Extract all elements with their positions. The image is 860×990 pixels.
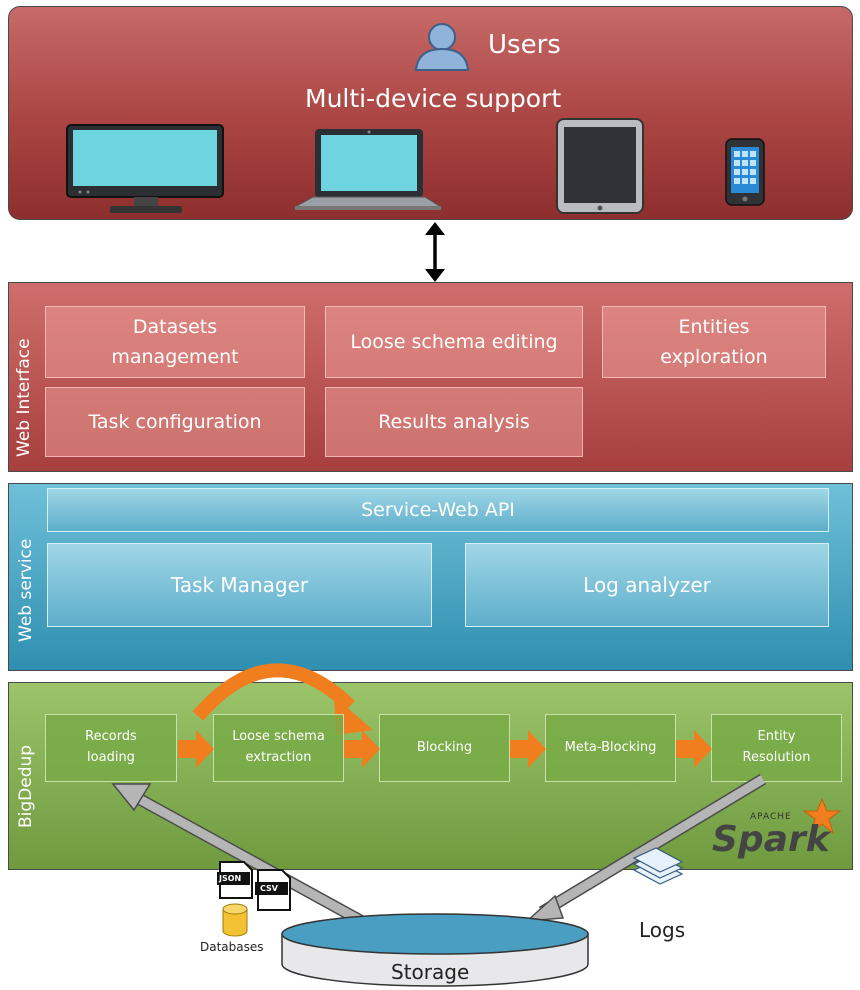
step-arrow-icon	[344, 730, 380, 768]
results-analysis-label: Results analysis	[378, 410, 530, 433]
desktop-icon	[66, 124, 224, 213]
task-manager-box[interactable]: Task Manager	[47, 543, 432, 627]
spark-apache-text: APACHE	[750, 812, 792, 822]
step-label: Records loading	[85, 729, 137, 765]
multi-device-subtitle: Multi-device support	[305, 84, 562, 113]
laptop-icon	[293, 129, 443, 210]
pipeline-step-entity-resolution[interactable]: Entity Resolution	[711, 714, 842, 782]
user-icon	[414, 23, 470, 71]
step-arrow-icon	[676, 730, 712, 768]
loose-schema-editing-box[interactable]: Loose schema editing	[325, 306, 583, 378]
task-manager-label: Task Manager	[170, 573, 309, 597]
pipeline-step-loose-schema-extraction[interactable]: Loose schema extraction	[213, 714, 344, 782]
datasets-management-label: Datasets management	[111, 315, 239, 368]
csv-label: CSV	[260, 884, 278, 893]
database-icon	[222, 903, 248, 937]
pipeline-step-blocking[interactable]: Blocking	[379, 714, 510, 782]
storage-cylinder-icon	[281, 913, 589, 987]
step-label: Loose schema extraction	[232, 729, 325, 765]
logs-stack-icon	[632, 847, 684, 885]
tablet-icon	[556, 118, 644, 214]
logs-label: Logs	[639, 918, 686, 942]
bidirectional-arrow-icon	[425, 222, 445, 282]
users-title: Users	[488, 30, 561, 60]
entities-exploration-label: Entities exploration	[660, 315, 768, 368]
service-web-api-label: Service-Web API	[361, 499, 515, 521]
json-label: JSON	[219, 874, 242, 883]
spark-logo-text: Spark	[712, 819, 830, 860]
step-arrow-icon	[510, 730, 546, 768]
loose-schema-editing-label: Loose schema editing	[350, 330, 558, 353]
pipeline-step-meta-blocking[interactable]: Meta-Blocking	[545, 714, 676, 782]
storage-label: Storage	[391, 960, 470, 984]
spark-star-icon	[802, 797, 842, 835]
task-configuration-label: Task configuration	[88, 410, 262, 433]
entities-exploration-box[interactable]: Entities exploration	[602, 306, 826, 378]
service-web-api-box[interactable]: Service-Web API	[47, 488, 829, 532]
csv-file-icon	[255, 869, 291, 911]
results-analysis-box[interactable]: Results analysis	[325, 387, 583, 457]
task-configuration-box[interactable]: Task configuration	[45, 387, 305, 457]
step-arrow-icon	[178, 730, 214, 768]
datasets-management-box[interactable]: Datasets management	[45, 306, 305, 378]
databases-label: Databases	[200, 940, 264, 954]
json-file-icon	[217, 861, 253, 899]
pipeline-step-records-loading[interactable]: Records loading	[45, 714, 177, 782]
step-label: Meta-Blocking	[564, 739, 657, 755]
log-analyzer-label: Log analyzer	[583, 573, 711, 597]
smartphone-icon	[725, 138, 765, 206]
log-analyzer-box[interactable]: Log analyzer	[465, 543, 829, 627]
step-label: Blocking	[416, 739, 473, 755]
step-label: Entity Resolution	[742, 729, 811, 765]
